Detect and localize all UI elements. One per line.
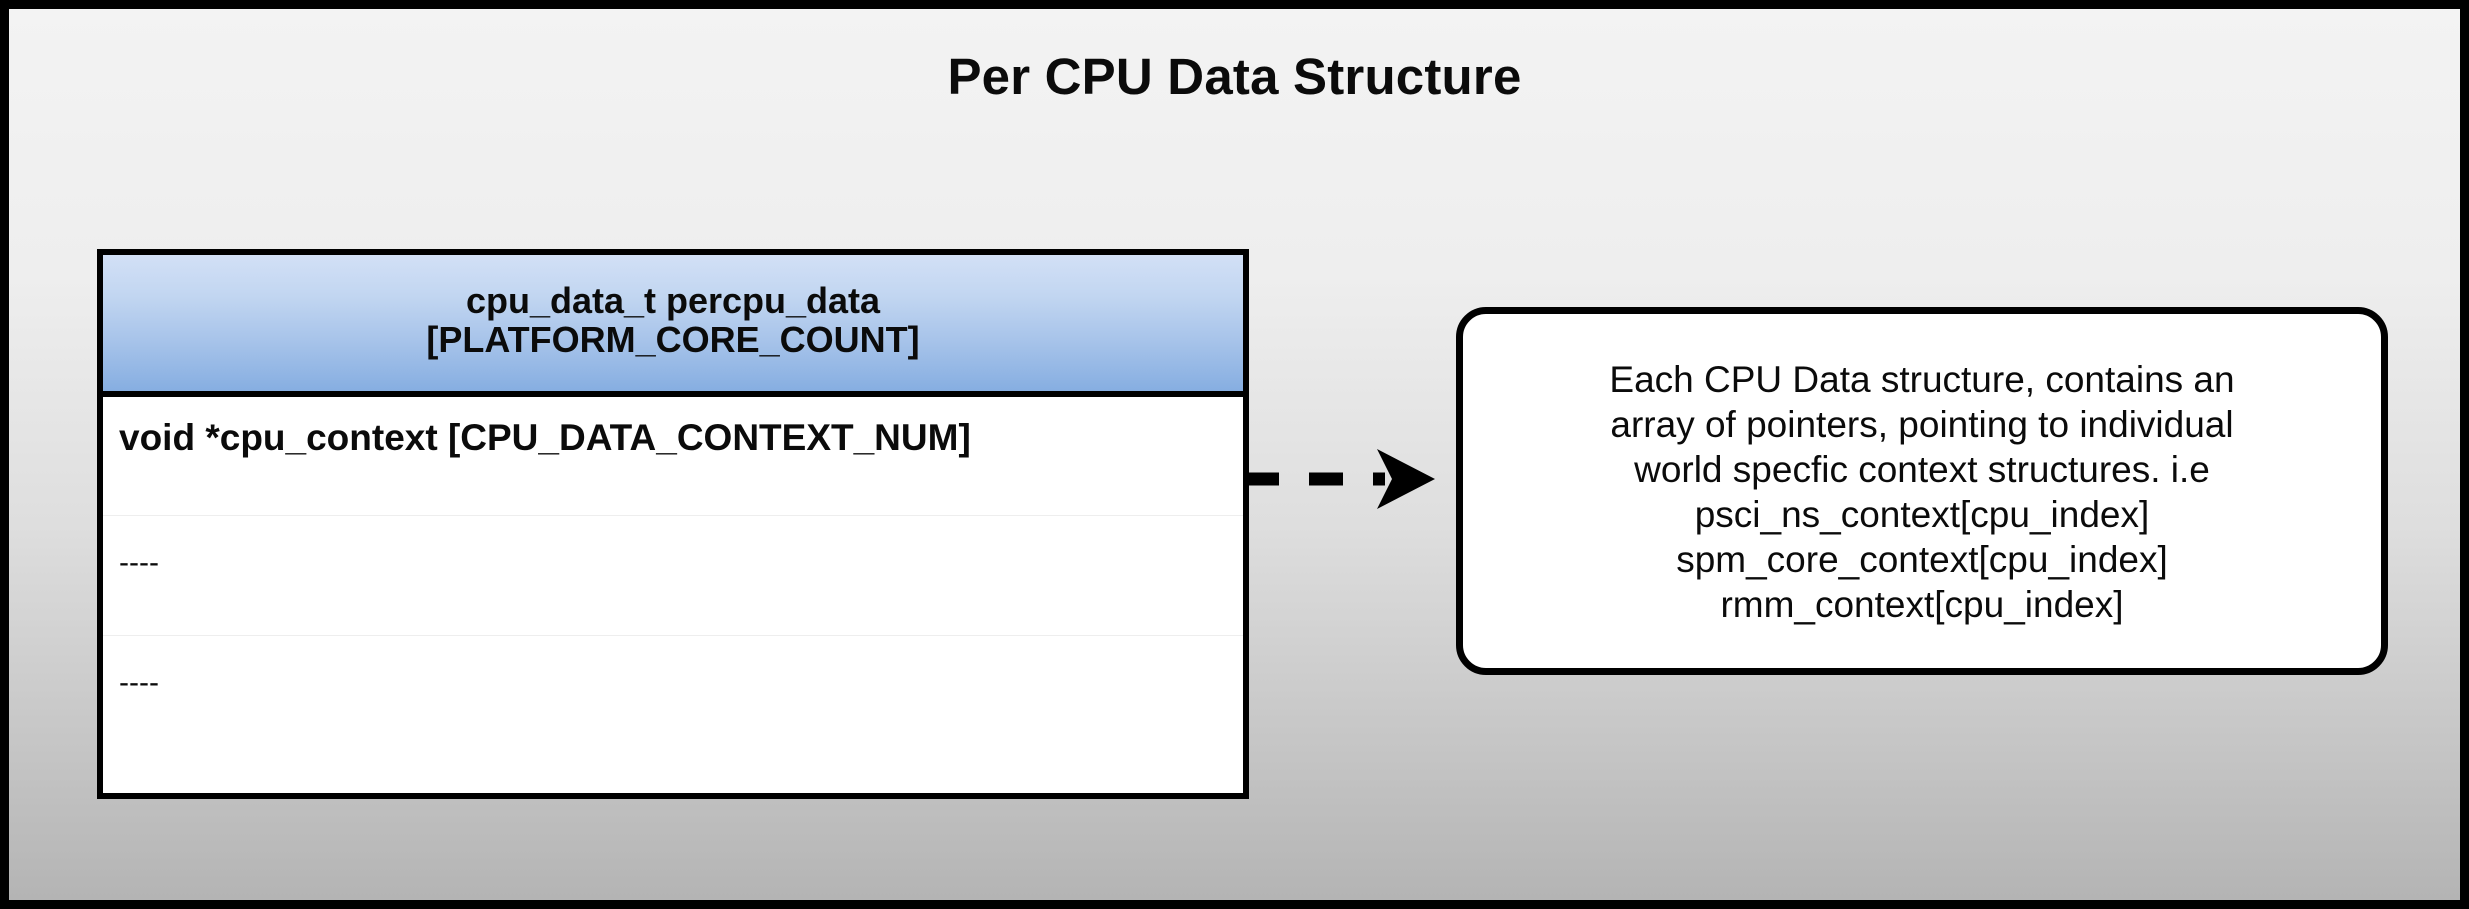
dashed-arrow-connector: [1245, 449, 1435, 509]
arrow-head-icon: [1377, 449, 1435, 509]
callout-note-text: Each CPU Data structure, contains an arr…: [1609, 358, 2235, 626]
table-row: ----: [119, 666, 159, 699]
table-row: ----: [103, 516, 1243, 636]
struct-header-line-1: cpu_data_t percpu_data: [465, 280, 881, 322]
struct-table-header: cpu_data_t percpu_data [PLATFORM_CORE_CO…: [103, 255, 1243, 397]
callout-note: Each CPU Data structure, contains an arr…: [1456, 307, 2388, 675]
table-row: void *cpu_context [CPU_DATA_CONTEXT_NUM]: [103, 397, 1243, 516]
page-title: Per CPU Data Structure: [947, 48, 1522, 105]
struct-header-line-2: [PLATFORM_CORE_COUNT]: [426, 319, 920, 360]
percpu-data-struct-table: cpu_data_t percpu_data [PLATFORM_CORE_CO…: [97, 249, 1249, 799]
struct-table-body: void *cpu_context [CPU_DATA_CONTEXT_NUM]…: [103, 397, 1243, 793]
